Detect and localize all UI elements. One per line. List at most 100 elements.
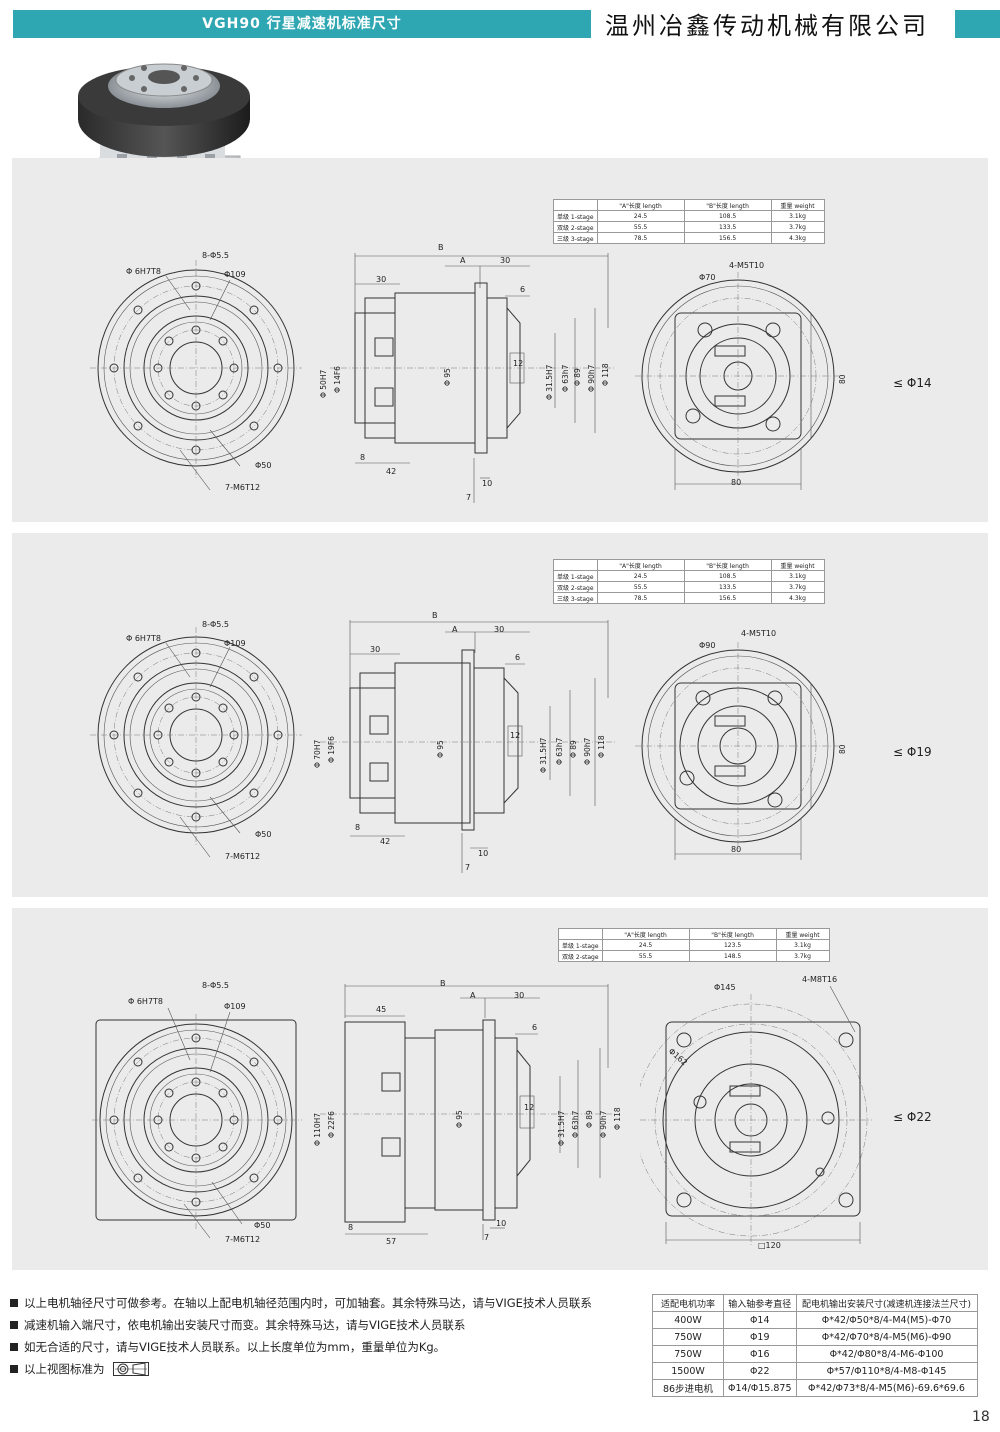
svg-text:4-M5T10: 4-M5T10 [729, 261, 764, 270]
svg-text:Φ 19F6: Φ 19F6 [327, 736, 336, 763]
svg-text:30: 30 [376, 275, 386, 284]
svg-text:80: 80 [731, 845, 741, 854]
drawing-panel-2 [12, 533, 988, 897]
svg-text:Φ109: Φ109 [224, 1002, 246, 1011]
svg-text:8: 8 [355, 823, 360, 832]
rear-view-2: Φ90 4-M5T10 80 80 [635, 629, 847, 860]
note-item: 以上电机轴径尺寸可做参考。在轴以上配电机轴径范围内时，可加轴套。其余特殊马达，请… [10, 1292, 650, 1314]
svg-text:Φ 63h7: Φ 63h7 [555, 737, 564, 765]
svg-text:Φ 110H7: Φ 110H7 [313, 1113, 322, 1146]
svg-text:42: 42 [386, 467, 396, 476]
svg-text:7: 7 [484, 1233, 489, 1242]
svg-text:Φ 31.5H7: Φ 31.5H7 [557, 1110, 566, 1146]
svg-text:Φ50: Φ50 [255, 830, 271, 839]
svg-text:B: B [440, 979, 446, 988]
svg-text:6: 6 [515, 653, 520, 662]
svg-text:Φ 90h7: Φ 90h7 [587, 364, 596, 392]
rear-view-3: Φ145 4-M8T16 Φ162 □120 [640, 975, 872, 1250]
note-item: 以上视图标准为 [10, 1358, 650, 1380]
svg-text:□120: □120 [758, 1241, 781, 1250]
svg-text:Φ 89: Φ 89 [569, 740, 578, 758]
svg-text:Φ109: Φ109 [224, 270, 246, 279]
svg-text:8: 8 [360, 453, 365, 462]
svg-text:Φ 89: Φ 89 [585, 1110, 594, 1128]
svg-text:Φ 22F6: Φ 22F6 [327, 1111, 336, 1138]
front-view-1: Φ 6H7T8 8-Φ5.5 Φ109 Φ50 7-M6T12 [90, 251, 302, 492]
svg-text:Φ 6H7T8: Φ 6H7T8 [126, 634, 161, 643]
svg-text:Φ 70H7: Φ 70H7 [313, 740, 322, 768]
svg-text:10: 10 [482, 479, 492, 488]
shaft-limit-label: ≤ Φ19 [893, 745, 932, 759]
svg-text:80: 80 [838, 744, 847, 754]
svg-text:Φ70: Φ70 [699, 273, 715, 282]
svg-text:45: 45 [376, 1005, 386, 1014]
side-view-1: B A 30 30 6 Φ 50H7 Φ 14F6 Φ 95 12 Φ 31.5… [319, 243, 615, 503]
svg-text:8: 8 [348, 1223, 353, 1232]
svg-text:12: 12 [524, 1103, 534, 1112]
svg-text:Φ50: Φ50 [255, 461, 271, 470]
shaft-limit-label: ≤ Φ22 [893, 1110, 932, 1124]
svg-text:Φ 118: Φ 118 [601, 363, 610, 386]
svg-text:30: 30 [370, 645, 380, 654]
svg-text:7-M6T12: 7-M6T12 [225, 483, 260, 492]
svg-text:A: A [452, 625, 458, 634]
shaft-limit-label: ≤ Φ14 [893, 376, 932, 390]
projection-symbol-icon [112, 1362, 149, 1376]
svg-text:30: 30 [514, 991, 524, 1000]
svg-text:Φ 14F6: Φ 14F6 [333, 366, 342, 393]
svg-text:7-M6T12: 7-M6T12 [225, 1235, 260, 1244]
front-view-2: Φ 6H7T8 8-Φ5.5 Φ109 Φ50 7-M6T12 [90, 620, 302, 861]
svg-text:Φ 63h7: Φ 63h7 [561, 364, 570, 392]
svg-text:10: 10 [478, 849, 488, 858]
bullet-icon [10, 1365, 18, 1373]
svg-text:7: 7 [466, 493, 471, 502]
header-accent [955, 10, 1000, 38]
svg-text:Φ 63h7: Φ 63h7 [571, 1110, 580, 1138]
page-title: VGH90 行星减速机标准尺寸 [202, 16, 402, 32]
svg-text:Φ 118: Φ 118 [613, 1107, 622, 1130]
svg-text:Φ 90h7: Φ 90h7 [583, 737, 592, 765]
svg-text:4-M8T16: 4-M8T16 [802, 975, 837, 984]
svg-text:7: 7 [465, 863, 470, 872]
svg-text:Φ 95: Φ 95 [443, 368, 452, 386]
svg-text:Φ 95: Φ 95 [436, 740, 445, 758]
svg-text:8-Φ5.5: 8-Φ5.5 [202, 981, 229, 990]
svg-text:6: 6 [520, 285, 525, 294]
rear-view-1: Φ70 4-M5T10 80 80 [635, 261, 847, 490]
svg-text:30: 30 [500, 256, 510, 265]
svg-text:Φ 6H7T8: Φ 6H7T8 [128, 997, 163, 1006]
svg-text:Φ 89: Φ 89 [573, 368, 582, 386]
side-view-3: B A 30 45 6 Φ 110H7 Φ 22F6 Φ 95 12 Φ 31.… [313, 979, 622, 1246]
bullet-icon [10, 1343, 18, 1351]
svg-text:80: 80 [838, 374, 847, 384]
svg-text:Φ 95: Φ 95 [455, 1110, 464, 1128]
svg-text:6: 6 [532, 1023, 537, 1032]
svg-text:Φ 6H7T8: Φ 6H7T8 [126, 267, 161, 276]
front-view-3: Φ 6H7T8 8-Φ5.5 Φ109 Φ50 7-M6T12 [92, 981, 302, 1244]
note-item: 如无合适的尺寸，请与VIGE技术人员联系。以上长度单位为mm，重量单位为Kg。 [10, 1336, 650, 1358]
note-item: 减速机输入端尺寸，依电机输出安装尺寸而变。其余特殊马达，请与VIGE技术人员联系 [10, 1314, 650, 1336]
svg-text:8-Φ5.5: 8-Φ5.5 [202, 620, 229, 629]
notes-list: 以上电机轴径尺寸可做参考。在轴以上配电机轴径范围内时，可加轴套。其余特殊马达，请… [10, 1292, 650, 1380]
svg-text:8-Φ5.5: 8-Φ5.5 [202, 251, 229, 260]
svg-text:Φ 31.5H7: Φ 31.5H7 [545, 364, 554, 400]
svg-text:10: 10 [496, 1219, 506, 1228]
svg-text:Φ 118: Φ 118 [597, 735, 606, 758]
svg-text:Φ 31.5H7: Φ 31.5H7 [539, 737, 548, 773]
header-bar: VGH90 行星减速机标准尺寸 [13, 10, 591, 38]
svg-text:Φ90: Φ90 [699, 641, 715, 650]
svg-text:42: 42 [380, 837, 390, 846]
company-name: 温州冶鑫传动机械有限公司 [605, 12, 929, 40]
